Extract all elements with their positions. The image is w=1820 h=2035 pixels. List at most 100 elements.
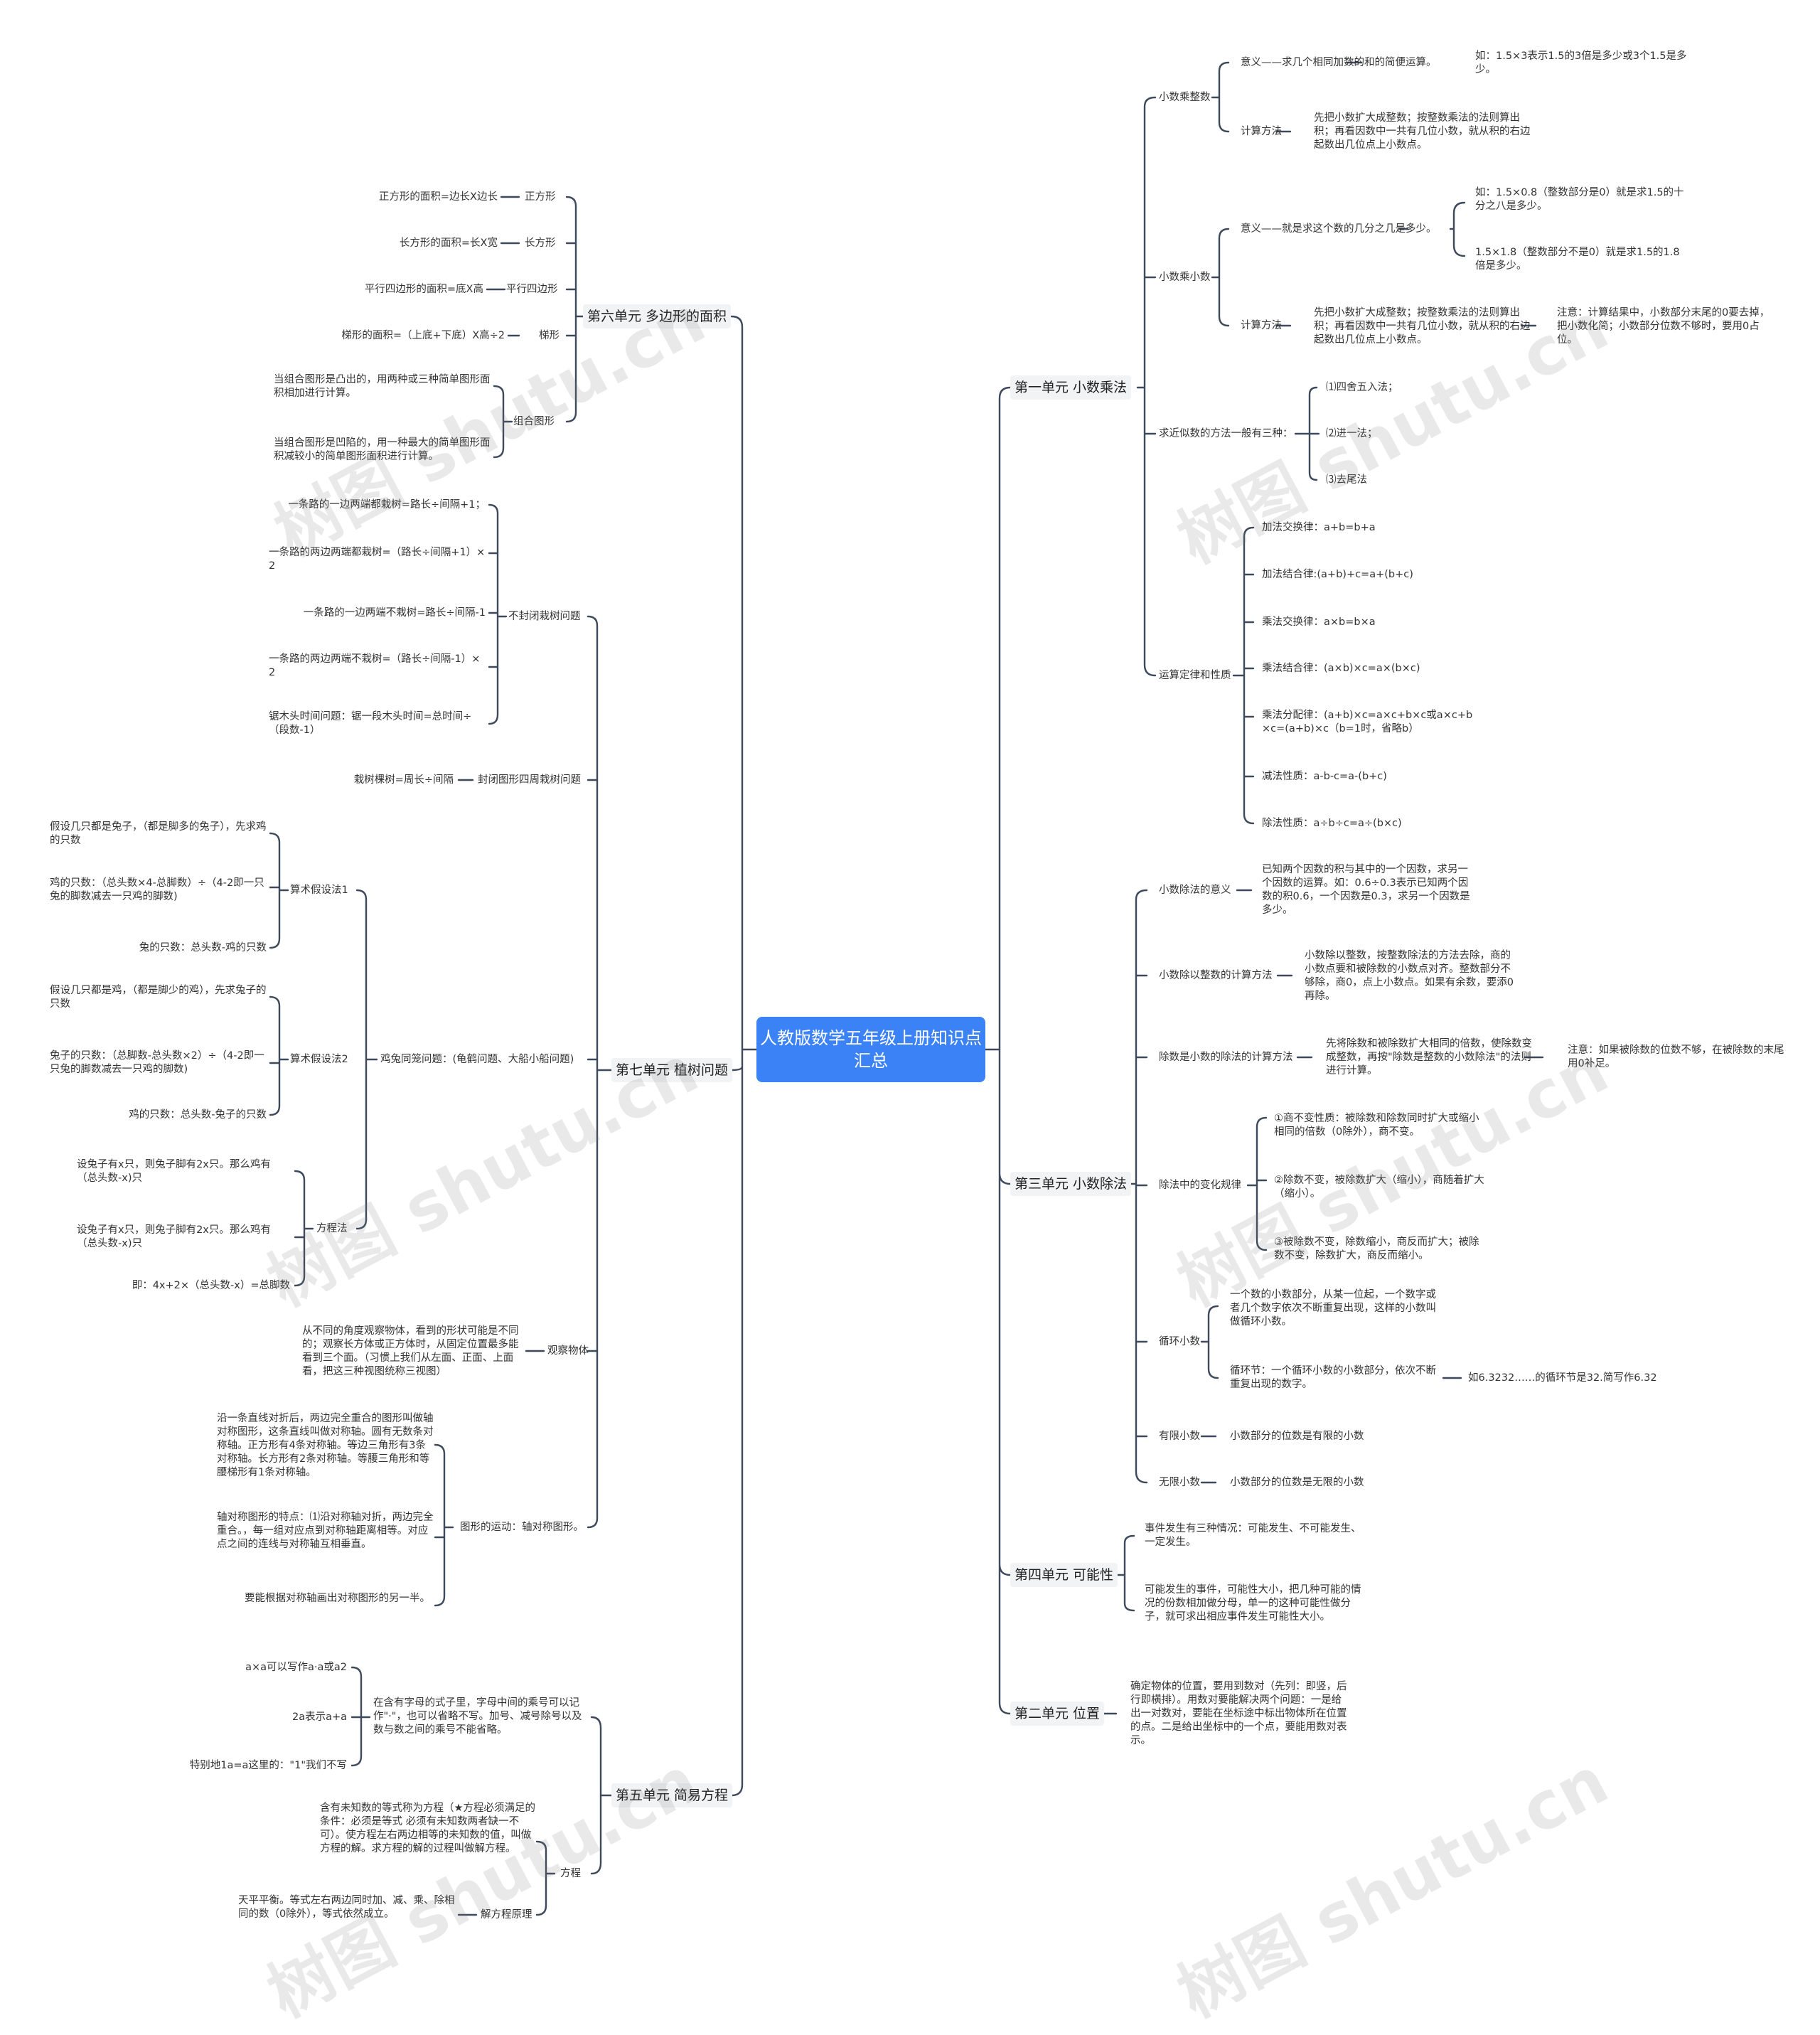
node-rule-1[interactable]: ①商不变性质：被除数和除数同时扩大或缩小相同的倍数（0除外），商不变。 — [1274, 1113, 1479, 1138]
node-calc-method-2[interactable]: 计算方法 — [1241, 320, 1282, 331]
node-1a[interactable]: 特别地1a=a这里的："1"我们不写 — [189, 1760, 347, 1771]
node-equation-method[interactable]: 方程法 — [316, 1223, 348, 1234]
node-closed-tree[interactable]: 封闭图形四周栽树问题 — [478, 774, 581, 786]
node-equation-def[interactable]: 含有未知数的等式称为方程（★方程必须满足的条件：必须是等式 必须有未知数两者缺一… — [320, 1802, 535, 1854]
branch-unit4[interactable]: 第四单元 可能性 — [1010, 1563, 1118, 1587]
branch-unit7[interactable]: 第七单元 植树问题 — [611, 1058, 733, 1082]
node-calc-method-1[interactable]: 计算方法 — [1241, 126, 1282, 137]
node-event-cases[interactable]: 事件发生有三种情况：可能发生、不可能发生、一定发生。 — [1145, 1523, 1361, 1548]
node-assume-2[interactable]: 算术假设法2 — [290, 1054, 348, 1065]
node-closed-tree-formula[interactable]: 栽树棵树=周长÷间隔 — [353, 774, 454, 786]
node-decimal-times-integer[interactable]: 小数乘整数 — [1159, 92, 1211, 103]
node-meaning-2[interactable]: 意义——就是求这个数的几分之几是多少。 — [1241, 223, 1437, 235]
branch-unit1[interactable]: 第一单元 小数乘法 — [1010, 375, 1132, 400]
node-equation[interactable]: 方程 — [560, 1868, 581, 1879]
node-assume-2a[interactable]: 假设几只都是鸡，（都是脚少的鸡），先求兔子的只数 — [50, 985, 267, 1010]
node-div-by-decimal-desc[interactable]: 先将除数和被除数扩大相同的倍数，使除数变成整数，再按"除数是整数的小数除法"的法… — [1326, 1038, 1532, 1077]
node-round-half[interactable]: ⑴四舍五入法； — [1326, 382, 1398, 393]
node-symmetry-feature[interactable]: 轴对称图形的特点：⑴沿对称轴对折，两边完全重合。，每一组对应点到对称轴距离相等。… — [217, 1512, 434, 1550]
node-example-1[interactable]: 如：1.5×3表示1.5的3倍是多少或3个1.5是多少。 — [1475, 50, 1687, 75]
node-rectangle-area[interactable]: 长方形的面积=长X宽 — [399, 237, 498, 249]
node-finite-desc[interactable]: 小数部分的位数是有限的小数 — [1230, 1431, 1364, 1442]
node-change-rules[interactable]: 除法中的变化规律 — [1159, 1180, 1241, 1191]
node-equation-3[interactable]: 即：4x+2×（总头数-x）=总脚数 — [132, 1280, 290, 1291]
branch-unit6[interactable]: 第六单元 多边形的面积 — [583, 304, 732, 329]
node-equation-1[interactable]: 设兔子有x只，则兔子脚有2x只。那么鸡有（总头数-x)只 — [77, 1159, 271, 1184]
node-decimal-div-integer-desc[interactable]: 小数除以整数，按整数除法的方法去除，商的小数点要和被除数的小数点对齐。整数部分不… — [1305, 950, 1514, 1002]
node-add-associative[interactable]: 加法结合律:(a+b)+c=a+(b+c) — [1262, 569, 1413, 580]
node-mul-associative[interactable]: 乘法结合律：(a×b)×c=a×(b×c) — [1262, 663, 1420, 674]
node-rectangle[interactable]: 长方形 — [525, 237, 556, 249]
node-approx-methods[interactable]: 求近似数的方法一般有三种： — [1159, 428, 1293, 439]
node-solve-principle[interactable]: 解方程原理 — [481, 1909, 532, 1921]
node-2a[interactable]: 2a表示a+a — [291, 1711, 347, 1723]
node-add-commutative[interactable]: 加法交换律：a+b=b+a — [1262, 522, 1376, 533]
node-assume-1c[interactable]: 兔的只数：总头数-鸡的只数 — [139, 942, 267, 954]
node-note-2[interactable]: 注意：如果被除数的位数不够，在被除数的末尾用0补足。 — [1568, 1045, 1784, 1069]
node-trapezoid-area[interactable]: 梯形的面积=（上底+下底）X高÷2 — [341, 330, 505, 341]
node-square[interactable]: 正方形 — [525, 191, 556, 203]
node-assume-1[interactable]: 算术假设法1 — [290, 885, 348, 896]
node-observe-desc[interactable]: 从不同的角度观察物体，看到的形状可能是不同的；观察长方体或正方体时，从固定位置最… — [302, 1325, 519, 1377]
node-position[interactable]: 确定物体的位置，要用到数对（先列：即竖，后行即横排）。用数对要能解决两个问题：一… — [1130, 1681, 1347, 1746]
node-meaning-1[interactable]: 意义——求几个相同加数的和的简便运算。 — [1241, 57, 1437, 68]
node-laws[interactable]: 运算定律和性质 — [1159, 670, 1231, 681]
node-composite-convex[interactable]: 当组合图形是凸出的，用两种或三种简单图形面积相加进行计算。 — [274, 374, 491, 399]
node-decimal-times-decimal[interactable]: 小数乘小数 — [1159, 272, 1211, 283]
node-open-tree-1[interactable]: 一条路的一边两端都栽树=路长÷间隔+1； — [288, 499, 486, 511]
node-div-meaning[interactable]: 小数除法的意义 — [1159, 885, 1231, 896]
node-symmetry-def[interactable]: 沿一条直线对折后，两边完全重合的图形叫做轴对称图形，这条直线叫做对称轴。圆有无数… — [217, 1413, 434, 1478]
node-parallelogram-area[interactable]: 平行四边形的面积=底X高 — [364, 284, 483, 295]
node-infinite-desc[interactable]: 小数部分的位数是无限的小数 — [1230, 1477, 1364, 1488]
node-mul-commutative[interactable]: 乘法交换律：a×b=b×a — [1262, 616, 1376, 628]
node-probability[interactable]: 可能发生的事件，可能性大小，把几种可能的情况的份数相加做分母，单一的这种可能性做… — [1145, 1584, 1361, 1623]
node-observe[interactable]: 观察物体 — [547, 1345, 589, 1357]
node-sub-property[interactable]: 减法性质：a-b-c=a-(b+c) — [1262, 771, 1387, 782]
node-rule-3[interactable]: ③被除数不变，除数缩小，商反而扩大；被除数不变，除数扩大，商反而缩小。 — [1274, 1237, 1479, 1261]
node-mul-distributive[interactable]: 乘法分配律：(a+b)×c=a×c+b×c或a×c+b×c=(a+b)×c（b=… — [1262, 710, 1473, 735]
node-trapezoid[interactable]: 梯形 — [539, 330, 560, 341]
branch-unit3[interactable]: 第三单元 小数除法 — [1010, 1172, 1132, 1196]
node-decimal-div-integer[interactable]: 小数除以整数的计算方法 — [1159, 970, 1273, 981]
node-assume-2c[interactable]: 鸡的只数：总头数-兔子的只数 — [129, 1109, 267, 1121]
node-chicken-rabbit[interactable]: 鸡兔同笼问题：(龟鹤问题、大船小船问题) — [380, 1054, 574, 1065]
node-composite-concave[interactable]: 当组合图形是凹陷的，用一种最大的简单图形面积减较小的简单图形面积进行计算。 — [274, 437, 491, 462]
node-div-by-decimal[interactable]: 除数是小数的除法的计算方法 — [1159, 1052, 1293, 1063]
node-saw-wood[interactable]: 锯木头时间问题：锯一段木头时间=总时间÷（段数-1） — [269, 711, 472, 736]
root-node[interactable]: 人教版数学五年级上册知识点汇总 — [756, 1017, 985, 1082]
node-repetend-example[interactable]: 如6.3232……的循环节是32.简写作6.32 — [1468, 1372, 1657, 1384]
node-round-down[interactable]: ⑶去尾法 — [1326, 474, 1367, 486]
node-div-meaning-desc[interactable]: 已知两个因数的积与其中的一个因数，求另一个因数的运算。如：0.6÷0.3表示已知… — [1262, 864, 1470, 916]
node-div-property[interactable]: 除法性质：a÷b÷c=a÷(b×c) — [1262, 818, 1402, 829]
node-calc-desc-1[interactable]: 先把小数扩大成整数；按整数乘法的法则算出积；再看因数中一共有几位小数，就从积的右… — [1314, 112, 1531, 151]
node-letter-expression[interactable]: 在含有字母的式子里，字母中间的乘号可以记作"·"，也可以省略不写。加号、减号除号… — [373, 1697, 582, 1736]
node-open-tree-3[interactable]: 一条路的一边两端不栽树=路长÷间隔-1 — [303, 607, 486, 619]
node-symmetry-draw[interactable]: 要能根据对称轴画出对称图形的另一半。 — [245, 1593, 430, 1604]
node-assume-2b[interactable]: 兔子的只数：（总脚数-总头数×2）÷（4-2即一只兔的脚数减去一只鸡的脚数) — [50, 1050, 264, 1075]
node-note-1[interactable]: 注意：计算结果中，小数部分末尾的0要去掉，把小数化简；小数部分位数不够时，要用0… — [1557, 307, 1770, 346]
node-finite-decimal[interactable]: 有限小数 — [1159, 1431, 1200, 1442]
node-open-tree[interactable]: 不封闭栽树问题 — [508, 611, 581, 622]
node-infinite-decimal[interactable]: 无限小数 — [1159, 1477, 1200, 1488]
branch-unit2[interactable]: 第二单元 位置 — [1010, 1702, 1105, 1726]
node-repeating-desc[interactable]: 一个数的小数部分，从某一位起，一个数字或者几个数字依次不断重复出现，这样的小数叫… — [1230, 1289, 1436, 1328]
node-example-3[interactable]: 1.5×1.8（整数部分不是0）就是求1.5的1.8倍是多少。 — [1475, 247, 1680, 272]
node-assume-1b[interactable]: 鸡的只数：（总头数×4-总脚数）÷（4-2即一只兔的脚数减去一只鸡的脚数) — [50, 877, 264, 902]
node-open-tree-4[interactable]: 一条路的两边两端不栽树=（路长÷间隔-1）×2 — [269, 653, 481, 678]
branch-unit5[interactable]: 第五单元 简易方程 — [611, 1783, 733, 1807]
node-repeating-decimal[interactable]: 循环小数 — [1159, 1336, 1200, 1347]
node-round-up[interactable]: ⑵进一法； — [1326, 428, 1378, 439]
node-rule-2[interactable]: ②除数不变，被除数扩大（缩小），商随着扩大（缩小）。 — [1274, 1175, 1484, 1200]
node-a-times-a[interactable]: a×a可以写作a·a或a2 — [245, 1662, 347, 1673]
node-parallelogram[interactable]: 平行四边形 — [506, 284, 558, 295]
node-repetend[interactable]: 循环节：一个循环小数的小数部分，依次不断重复出现的数字。 — [1230, 1365, 1436, 1390]
node-open-tree-2[interactable]: 一条路的两边两端都栽树=（路长÷间隔+1）×2 — [269, 547, 486, 572]
node-calc-desc-2[interactable]: 先把小数扩大成整数；按整数乘法的法则算出积；再看因数中一共有几位小数，就从积的右… — [1314, 307, 1531, 346]
node-example-2[interactable]: 如：1.5×0.8（整数部分是0）就是求1.5的十分之八是多少。 — [1475, 187, 1684, 212]
node-composite-shape[interactable]: 组合图形 — [513, 416, 555, 427]
node-symmetry[interactable]: 图形的运动：轴对称图形。 — [460, 1522, 584, 1533]
node-square-area[interactable]: 正方形的面积=边长X边长 — [378, 191, 498, 203]
node-equation-2[interactable]: 设兔子有x只，则兔子脚有2x只。那么鸡有（总头数-x)只 — [77, 1224, 271, 1249]
node-assume-1a[interactable]: 假设几只都是兔子，（都是脚多的兔子），先求鸡的只数 — [50, 821, 267, 846]
node-balance[interactable]: 天平平衡。等式左右两边同时加、减、乘、除相同的数（0除外），等式依然成立。 — [238, 1895, 455, 1920]
